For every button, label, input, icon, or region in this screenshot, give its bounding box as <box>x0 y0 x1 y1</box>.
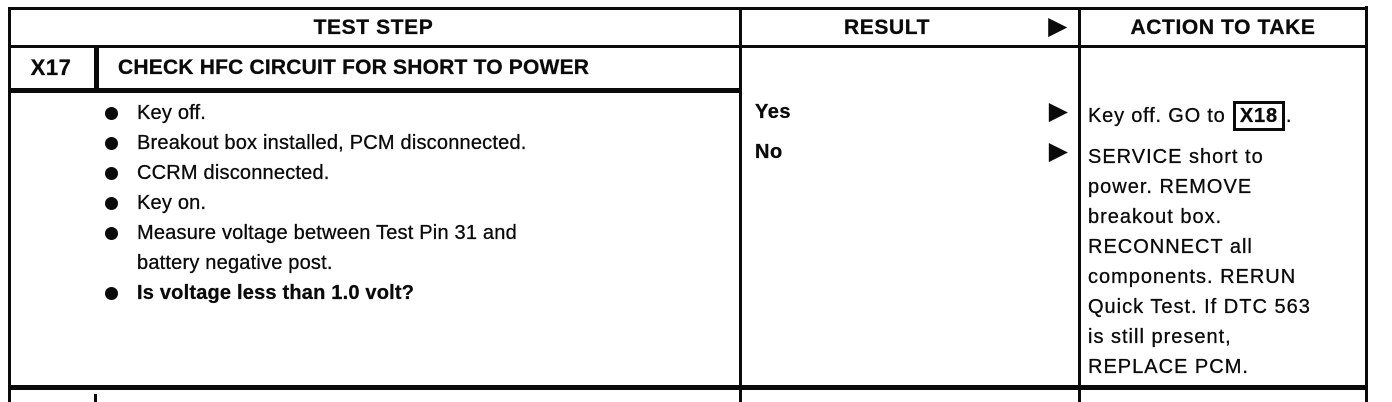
result-header-label: RESULT <box>843 15 931 39</box>
bullet-text: Key off. <box>137 102 207 124</box>
action-yes-text: Key off. GO to X18. <box>1088 101 1363 131</box>
result-row-no: No ▶ <box>755 138 1068 178</box>
table-border-top <box>8 7 1368 10</box>
step-title-label: CHECK HFC CIRCUIT FOR SHORT TO POWER <box>118 56 590 79</box>
bullet-item: Key on. <box>105 188 715 218</box>
bullet-icon <box>105 278 137 300</box>
action-yes-suffix: . <box>1285 105 1293 127</box>
bullet-item: Key off. <box>105 98 715 128</box>
action-no-text: SERVICE short to power. REMOVE breakout … <box>1088 146 1311 378</box>
bullet-icon <box>105 98 137 120</box>
bullet-question-text: Is voltage less than 1.0 volt? <box>137 282 415 304</box>
step-id-cell: X17 <box>8 48 94 88</box>
result-no-label: No <box>755 141 783 163</box>
test-step-instructions: Key off. Breakout box installed, PCM dis… <box>105 98 715 308</box>
test-result-column-divider <box>739 7 742 402</box>
step-title-bottom-border <box>8 88 741 93</box>
test-step-header: TEST STEP <box>8 10 739 45</box>
action-header: ACTION TO TAKE <box>1081 10 1365 45</box>
result-column: Yes ▶ No ▶ <box>755 98 1068 178</box>
bullet-icon <box>105 128 137 150</box>
step-ref-x18: X18 <box>1232 101 1285 131</box>
result-yes-arrow-icon: ▶ <box>1048 97 1068 125</box>
row-bottom-border <box>8 385 1368 390</box>
bullet-item: CCRM disconnected. <box>105 158 715 188</box>
next-row-step-divider-stub <box>94 394 97 402</box>
step-id-label: X17 <box>30 55 72 80</box>
bullet-text: Breakout box installed, PCM disconnected… <box>137 132 527 154</box>
bullet-icon <box>105 188 137 210</box>
result-header: RESULT ▶ <box>742 10 1078 45</box>
bullet-icon <box>105 158 137 180</box>
header-bottom-border <box>8 45 1368 48</box>
bullet-icon <box>105 218 137 240</box>
bullet-text: Key on. <box>137 192 207 214</box>
bullet-text: Measure voltage between Test Pin 31 and … <box>137 222 517 274</box>
bullet-item-question: Is voltage less than 1.0 volt? <box>105 278 715 308</box>
test-step-header-label: TEST STEP <box>313 15 434 39</box>
step-title-cell: CHECK HFC CIRCUIT FOR SHORT TO POWER <box>99 48 739 88</box>
result-row-yes: Yes ▶ <box>755 98 1068 138</box>
result-action-column-divider <box>1078 7 1081 402</box>
bullet-item: Measure voltage between Test Pin 31 and … <box>105 218 715 278</box>
action-header-label: ACTION TO TAKE <box>1130 15 1316 39</box>
result-yes-label: Yes <box>755 101 791 123</box>
action-yes-prefix: Key off. GO to <box>1088 105 1232 127</box>
step-id-divider <box>94 45 99 93</box>
bullet-text: CCRM disconnected. <box>137 162 330 184</box>
table-border-left <box>8 7 11 402</box>
result-arrow-icon: ▶ <box>1048 12 1068 40</box>
table-border-right <box>1365 6 1368 402</box>
result-no-arrow-icon: ▶ <box>1048 137 1068 165</box>
bullet-item: Breakout box installed, PCM disconnected… <box>105 128 715 158</box>
